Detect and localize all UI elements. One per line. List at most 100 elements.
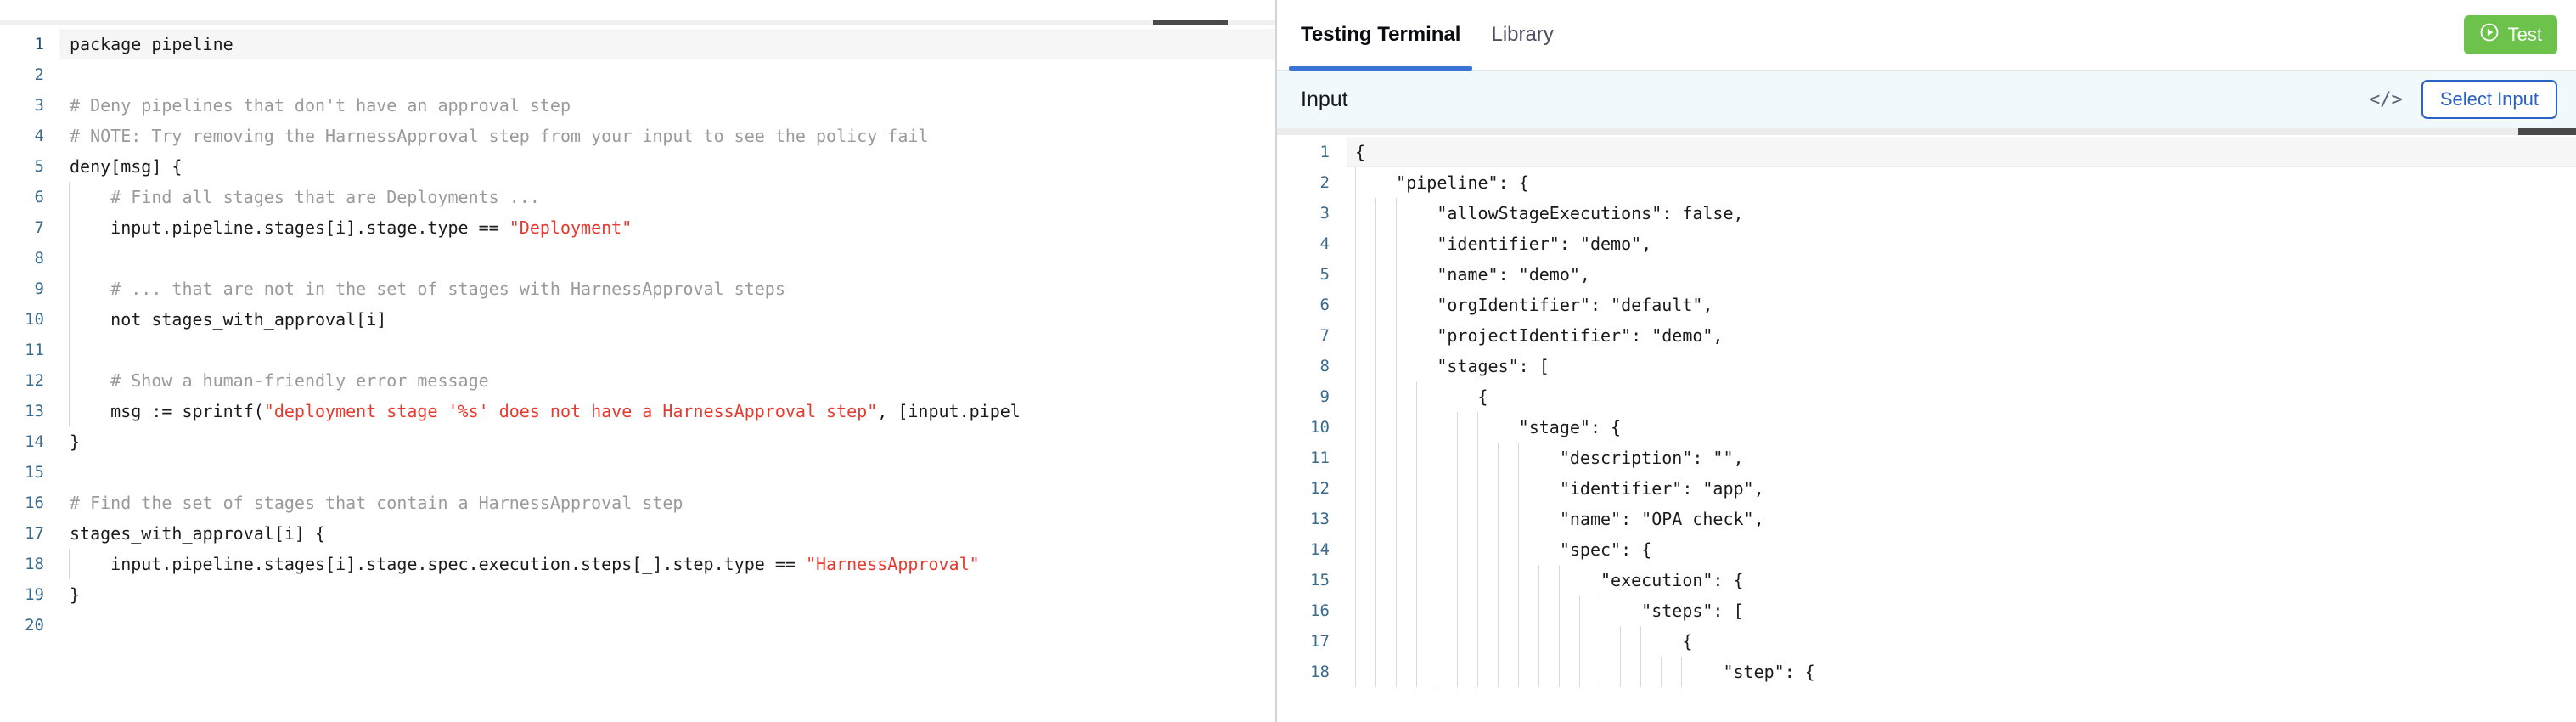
code-line-content[interactable]: # Find all stages that are Deployments .… bbox=[59, 182, 1275, 212]
json-line[interactable]: 7 "projectIdentifier": "demo", bbox=[1277, 320, 2576, 351]
code-line-content[interactable]: # Deny pipelines that don't have an appr… bbox=[59, 90, 1275, 121]
code-line-content[interactable]: # NOTE: Try removing the HarnessApproval… bbox=[59, 121, 1275, 151]
code-line-content[interactable]: # Find the set of stages that contain a … bbox=[59, 488, 1275, 518]
json-line[interactable]: 10 "stage": { bbox=[1277, 412, 2576, 443]
code-line[interactable]: 16# Find the set of stages that contain … bbox=[0, 488, 1275, 518]
json-line-content[interactable]: "execution": { bbox=[1347, 565, 2576, 595]
test-button[interactable]: Test bbox=[2463, 15, 2557, 54]
code-line-content[interactable] bbox=[59, 335, 1275, 365]
select-input-button[interactable]: Select Input bbox=[2421, 80, 2557, 119]
json-line-content[interactable]: "spec": { bbox=[1347, 534, 2576, 565]
input-json-scroll-area[interactable]: 1{2 "pipeline": {3 "allowStageExecutions… bbox=[1277, 128, 2576, 722]
code-line-content[interactable]: input.pipeline.stages[i].stage.type == "… bbox=[59, 212, 1275, 243]
code-line-content[interactable]: not stages_with_approval[i] bbox=[59, 304, 1275, 335]
code-line-content[interactable] bbox=[59, 457, 1275, 488]
code-line-content[interactable]: } bbox=[59, 579, 1275, 610]
code-line-content[interactable]: input.pipeline.stages[i].stage.spec.exec… bbox=[59, 549, 1275, 579]
code-line[interactable]: 13 msg := sprintf("deployment stage '%s'… bbox=[0, 396, 1275, 426]
json-line-content[interactable]: "stage": { bbox=[1347, 412, 2576, 443]
json-line-content[interactable]: "name": "demo", bbox=[1347, 259, 2576, 290]
json-line-content[interactable]: "description": "", bbox=[1347, 443, 2576, 473]
code-line[interactable]: 4# NOTE: Try removing the HarnessApprova… bbox=[0, 121, 1275, 151]
code-view-toggle-icon[interactable]: </> bbox=[2369, 88, 2403, 110]
json-line[interactable]: 1{ bbox=[1277, 137, 2576, 167]
json-line-content[interactable]: "identifier": "app", bbox=[1347, 473, 2576, 504]
json-line[interactable]: 13 "name": "OPA check", bbox=[1277, 504, 2576, 534]
code-line-content[interactable]: stages_with_approval[i] { bbox=[59, 518, 1275, 549]
json-line[interactable]: 5 "name": "demo", bbox=[1277, 259, 2576, 290]
code-line-content[interactable]: } bbox=[59, 426, 1275, 457]
json-text: "execution": { bbox=[1355, 570, 1744, 590]
json-line-content[interactable]: "orgIdentifier": "default", bbox=[1347, 290, 2576, 320]
json-line-content[interactable]: "step": { bbox=[1347, 657, 2576, 687]
code-line[interactable]: 17 stages_with_approval[i] { bbox=[0, 518, 1275, 549]
pane-divider[interactable] bbox=[1275, 0, 1277, 722]
json-line[interactable]: 16 "steps": [ bbox=[1277, 595, 2576, 626]
code-line-content[interactable]: # Show a human-friendly error message bbox=[59, 365, 1275, 396]
json-line-content[interactable]: { bbox=[1347, 381, 2576, 412]
json-line-content[interactable]: "pipeline": { bbox=[1347, 167, 2576, 198]
json-line[interactable]: 12 "identifier": "app", bbox=[1277, 473, 2576, 504]
code-line-content[interactable]: deny[msg] { bbox=[59, 151, 1275, 182]
json-line[interactable]: 4 "identifier": "demo", bbox=[1277, 228, 2576, 259]
json-line-content[interactable]: { bbox=[1347, 137, 2576, 167]
code-line[interactable]: 10 not stages_with_approval[i] bbox=[0, 304, 1275, 335]
code-line-number: 17 bbox=[25, 524, 44, 543]
editor-horizontal-scrollbar-thumb[interactable] bbox=[1153, 20, 1228, 26]
code-line[interactable]: 11 bbox=[0, 335, 1275, 365]
json-horizontal-scrollbar-thumb[interactable] bbox=[2518, 128, 2576, 135]
json-line[interactable]: 8 "stages": [ bbox=[1277, 351, 2576, 381]
json-line-content[interactable]: "name": "OPA check", bbox=[1347, 504, 2576, 534]
code-line[interactable]: 19} bbox=[0, 579, 1275, 610]
tab-library[interactable]: Library bbox=[1476, 0, 1568, 71]
code-token-plain: input.pipeline.stages[i].stage.type == bbox=[70, 217, 509, 238]
json-line[interactable]: 6 "orgIdentifier": "default", bbox=[1277, 290, 2576, 320]
json-line-content[interactable]: { bbox=[1347, 626, 2576, 657]
json-line-number: 5 bbox=[1319, 265, 1330, 284]
tab-testing-terminal[interactable]: Testing Terminal bbox=[1285, 0, 1476, 71]
code-line[interactable]: 20 bbox=[0, 610, 1275, 640]
code-line-content[interactable]: msg := sprintf("deployment stage '%s' do… bbox=[59, 396, 1275, 426]
code-line[interactable]: 7 input.pipeline.stages[i].stage.type ==… bbox=[0, 212, 1275, 243]
json-line[interactable]: 9 { bbox=[1277, 381, 2576, 412]
json-line[interactable]: 11 "description": "", bbox=[1277, 443, 2576, 473]
json-line-content[interactable]: "projectIdentifier": "demo", bbox=[1347, 320, 2576, 351]
json-line-content[interactable]: "stages": [ bbox=[1347, 351, 2576, 381]
code-line-number: 5 bbox=[34, 157, 44, 176]
json-line[interactable]: 2 "pipeline": { bbox=[1277, 167, 2576, 198]
json-line[interactable]: 15 "execution": { bbox=[1277, 565, 2576, 595]
code-line[interactable]: 6 # Find all stages that are Deployments… bbox=[0, 182, 1275, 212]
json-horizontal-scrollbar-track[interactable] bbox=[1277, 128, 2576, 135]
json-line-content[interactable]: "allowStageExecutions": false, bbox=[1347, 198, 2576, 228]
code-line[interactable]: 12 # Show a human-friendly error message bbox=[0, 365, 1275, 396]
code-line[interactable]: 9 # ... that are not in the set of stage… bbox=[0, 274, 1275, 304]
code-line-content[interactable] bbox=[59, 610, 1275, 640]
code-line-content[interactable] bbox=[59, 59, 1275, 90]
json-line[interactable]: 18 "step": { bbox=[1277, 657, 2576, 687]
editor-top-strip bbox=[0, 0, 1275, 26]
json-line[interactable]: 3 "allowStageExecutions": false, bbox=[1277, 198, 2576, 228]
json-line[interactable]: 17 { bbox=[1277, 626, 2576, 657]
code-line-content[interactable]: package pipeline bbox=[59, 29, 1275, 59]
json-line-content[interactable]: "steps": [ bbox=[1347, 595, 2576, 626]
code-line[interactable]: 18 input.pipeline.stages[i].stage.spec.e… bbox=[0, 549, 1275, 579]
input-json-lines[interactable]: 1{2 "pipeline": {3 "allowStageExecutions… bbox=[1277, 128, 2576, 687]
json-line-number: 12 bbox=[1310, 479, 1330, 498]
code-line-content[interactable]: # ... that are not in the set of stages … bbox=[59, 274, 1275, 304]
code-line[interactable]: 15 bbox=[0, 457, 1275, 488]
json-line[interactable]: 14 "spec": { bbox=[1277, 534, 2576, 565]
code-line[interactable]: 14} bbox=[0, 426, 1275, 457]
json-line-number: 10 bbox=[1310, 418, 1330, 437]
tab-library-label: Library bbox=[1491, 23, 1554, 46]
code-line[interactable]: 2 bbox=[0, 59, 1275, 90]
editor-horizontal-scrollbar-track[interactable] bbox=[0, 20, 1275, 26]
code-line[interactable]: 3# Deny pipelines that don't have an app… bbox=[0, 90, 1275, 121]
code-line-content[interactable] bbox=[59, 243, 1275, 274]
json-line-content[interactable]: "identifier": "demo", bbox=[1347, 228, 2576, 259]
code-token-comment: # Find the set of stages that contain a … bbox=[70, 493, 683, 513]
code-line[interactable]: 8 bbox=[0, 243, 1275, 274]
code-line[interactable]: 5 deny[msg] { bbox=[0, 151, 1275, 182]
